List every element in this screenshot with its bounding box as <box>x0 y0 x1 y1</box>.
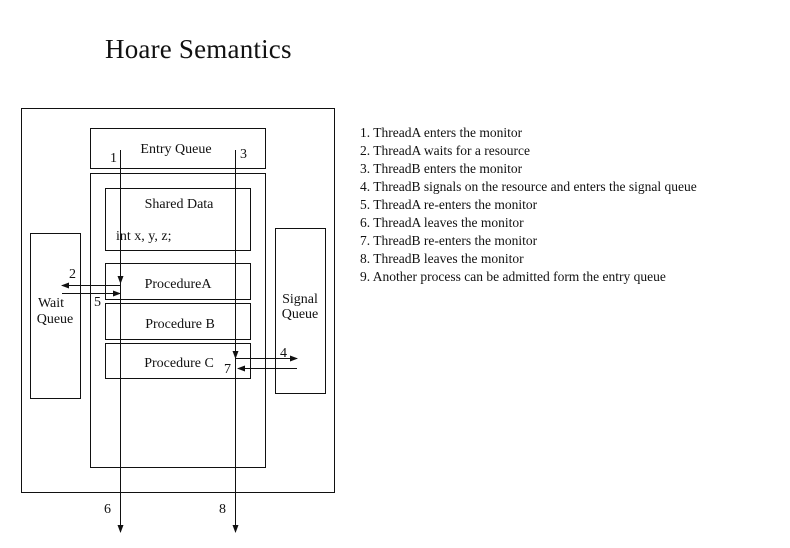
procedure-c-label: Procedure C <box>144 356 214 371</box>
step-item: 2. ThreadA waits for a resource <box>360 143 530 158</box>
step-list: 1. ThreadA enters the monitor 2. ThreadA… <box>360 124 697 286</box>
procedure-b-label: Procedure B <box>145 317 215 332</box>
step-marker-5: 5 <box>94 295 101 310</box>
step-marker-1: 1 <box>110 151 117 166</box>
shared-data-box <box>105 188 251 251</box>
shared-data-label: Shared Data <box>145 197 215 212</box>
step-marker-8: 8 <box>219 502 226 517</box>
wait-queue-label-line-2: Queue <box>37 312 74 327</box>
shared-variables-label: int x, y, z; <box>116 229 171 244</box>
procedure-a-label: ProcedureA <box>145 277 213 292</box>
monitor-box <box>21 108 335 493</box>
step-marker-4: 4 <box>280 346 287 361</box>
wait-queue-label-line-1: Wait <box>38 296 64 311</box>
step-item: 3. ThreadB enters the monitor <box>360 161 523 176</box>
step-item: 6. ThreadA leaves the monitor <box>360 215 524 230</box>
entry-queue-box <box>90 128 266 169</box>
step-marker-2: 2 <box>69 267 76 282</box>
procedure-b-box <box>105 303 251 340</box>
step-marker-7: 7 <box>224 362 231 377</box>
entry-queue-label: Entry Queue <box>140 142 211 157</box>
procedure-c-box <box>105 343 251 379</box>
signal-queue-label-line-2: Queue <box>282 307 319 322</box>
step-item: 9. Another process can be admitted form … <box>360 269 666 284</box>
wait-queue-box <box>30 233 81 399</box>
signal-queue-label-line-1: Signal <box>282 292 318 307</box>
step-marker-3: 3 <box>240 147 247 162</box>
step-item: 1. ThreadA enters the monitor <box>360 125 523 140</box>
signal-queue-box <box>275 228 326 394</box>
step-item: 8. ThreadB leaves the monitor <box>360 251 524 266</box>
page-title: Hoare Semantics <box>105 34 292 64</box>
step-marker-6: 6 <box>104 502 111 517</box>
step-item: 7. ThreadB re-enters the monitor <box>360 233 538 248</box>
procedure-a-box <box>105 263 251 300</box>
step-item: 5. ThreadA re-enters the monitor <box>360 197 538 212</box>
step-item: 4. ThreadB signals on the resource and e… <box>360 179 697 194</box>
monitor-interior-box <box>90 173 266 468</box>
